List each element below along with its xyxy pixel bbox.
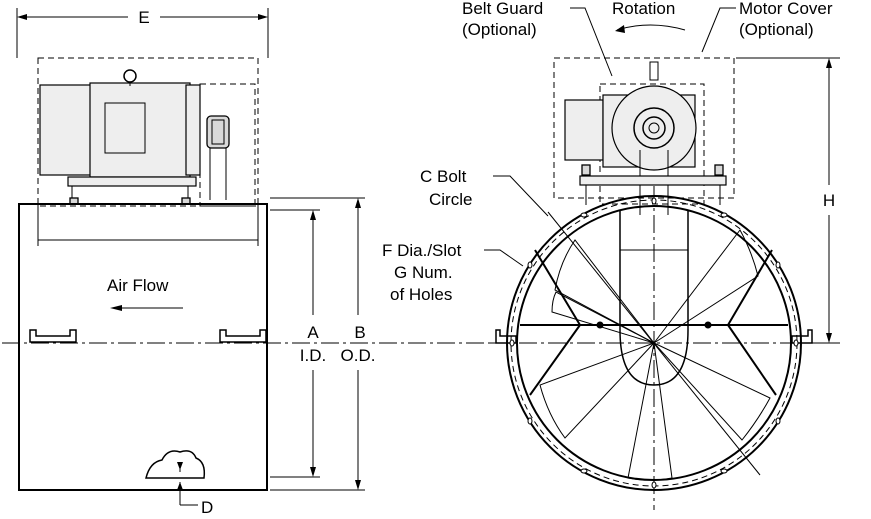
label-motor-cover-optional: (Optional) [739,20,814,39]
label-b-od: O.D. [341,346,376,365]
fan-blades [539,229,771,481]
housing-end [490,186,828,510]
label-a: A [307,323,319,342]
label-h: H [823,191,835,210]
label-a-id: I.D. [300,346,326,365]
label-d: D [201,498,213,514]
motor-base [67,176,197,205]
dimension-a-b: A I.D. B O.D. [270,197,376,491]
holes-callout: F Dia./Slot G Num. of Holes [382,241,524,304]
motor-cover-end [553,57,735,199]
label-e: E [138,8,149,27]
label-motor-cover: Motor Cover [739,0,833,18]
label-belt-guard: Belt Guard [462,0,543,18]
dimension-e: E [16,8,269,58]
label-c-bolt: C Bolt [420,167,467,186]
air-flow: Air Flow [107,276,183,311]
belt-guard-end [599,83,705,205]
label-circle: Circle [429,190,472,209]
housing-side: D [2,203,490,517]
dimension-h: H [736,57,840,344]
motor-cover-outline [37,57,259,207]
label-rotation: Rotation [612,0,675,18]
pulley-side [199,83,256,207]
motor-side [39,69,201,178]
label-b: B [354,323,365,342]
label-f-slot: F Dia./Slot [382,241,462,260]
side-view: E [2,8,490,517]
label-g-num: G Num. [394,263,453,282]
label-of-holes: of Holes [390,285,452,304]
motor-end [564,61,727,215]
end-view: Belt Guard (Optional) Rotation Motor Cov… [382,0,840,510]
bolt-circle-callout: C Bolt Circle [420,167,549,217]
label-air-flow: Air Flow [107,276,169,295]
bolt-holes [509,197,799,489]
label-belt-guard-optional: (Optional) [462,20,537,39]
